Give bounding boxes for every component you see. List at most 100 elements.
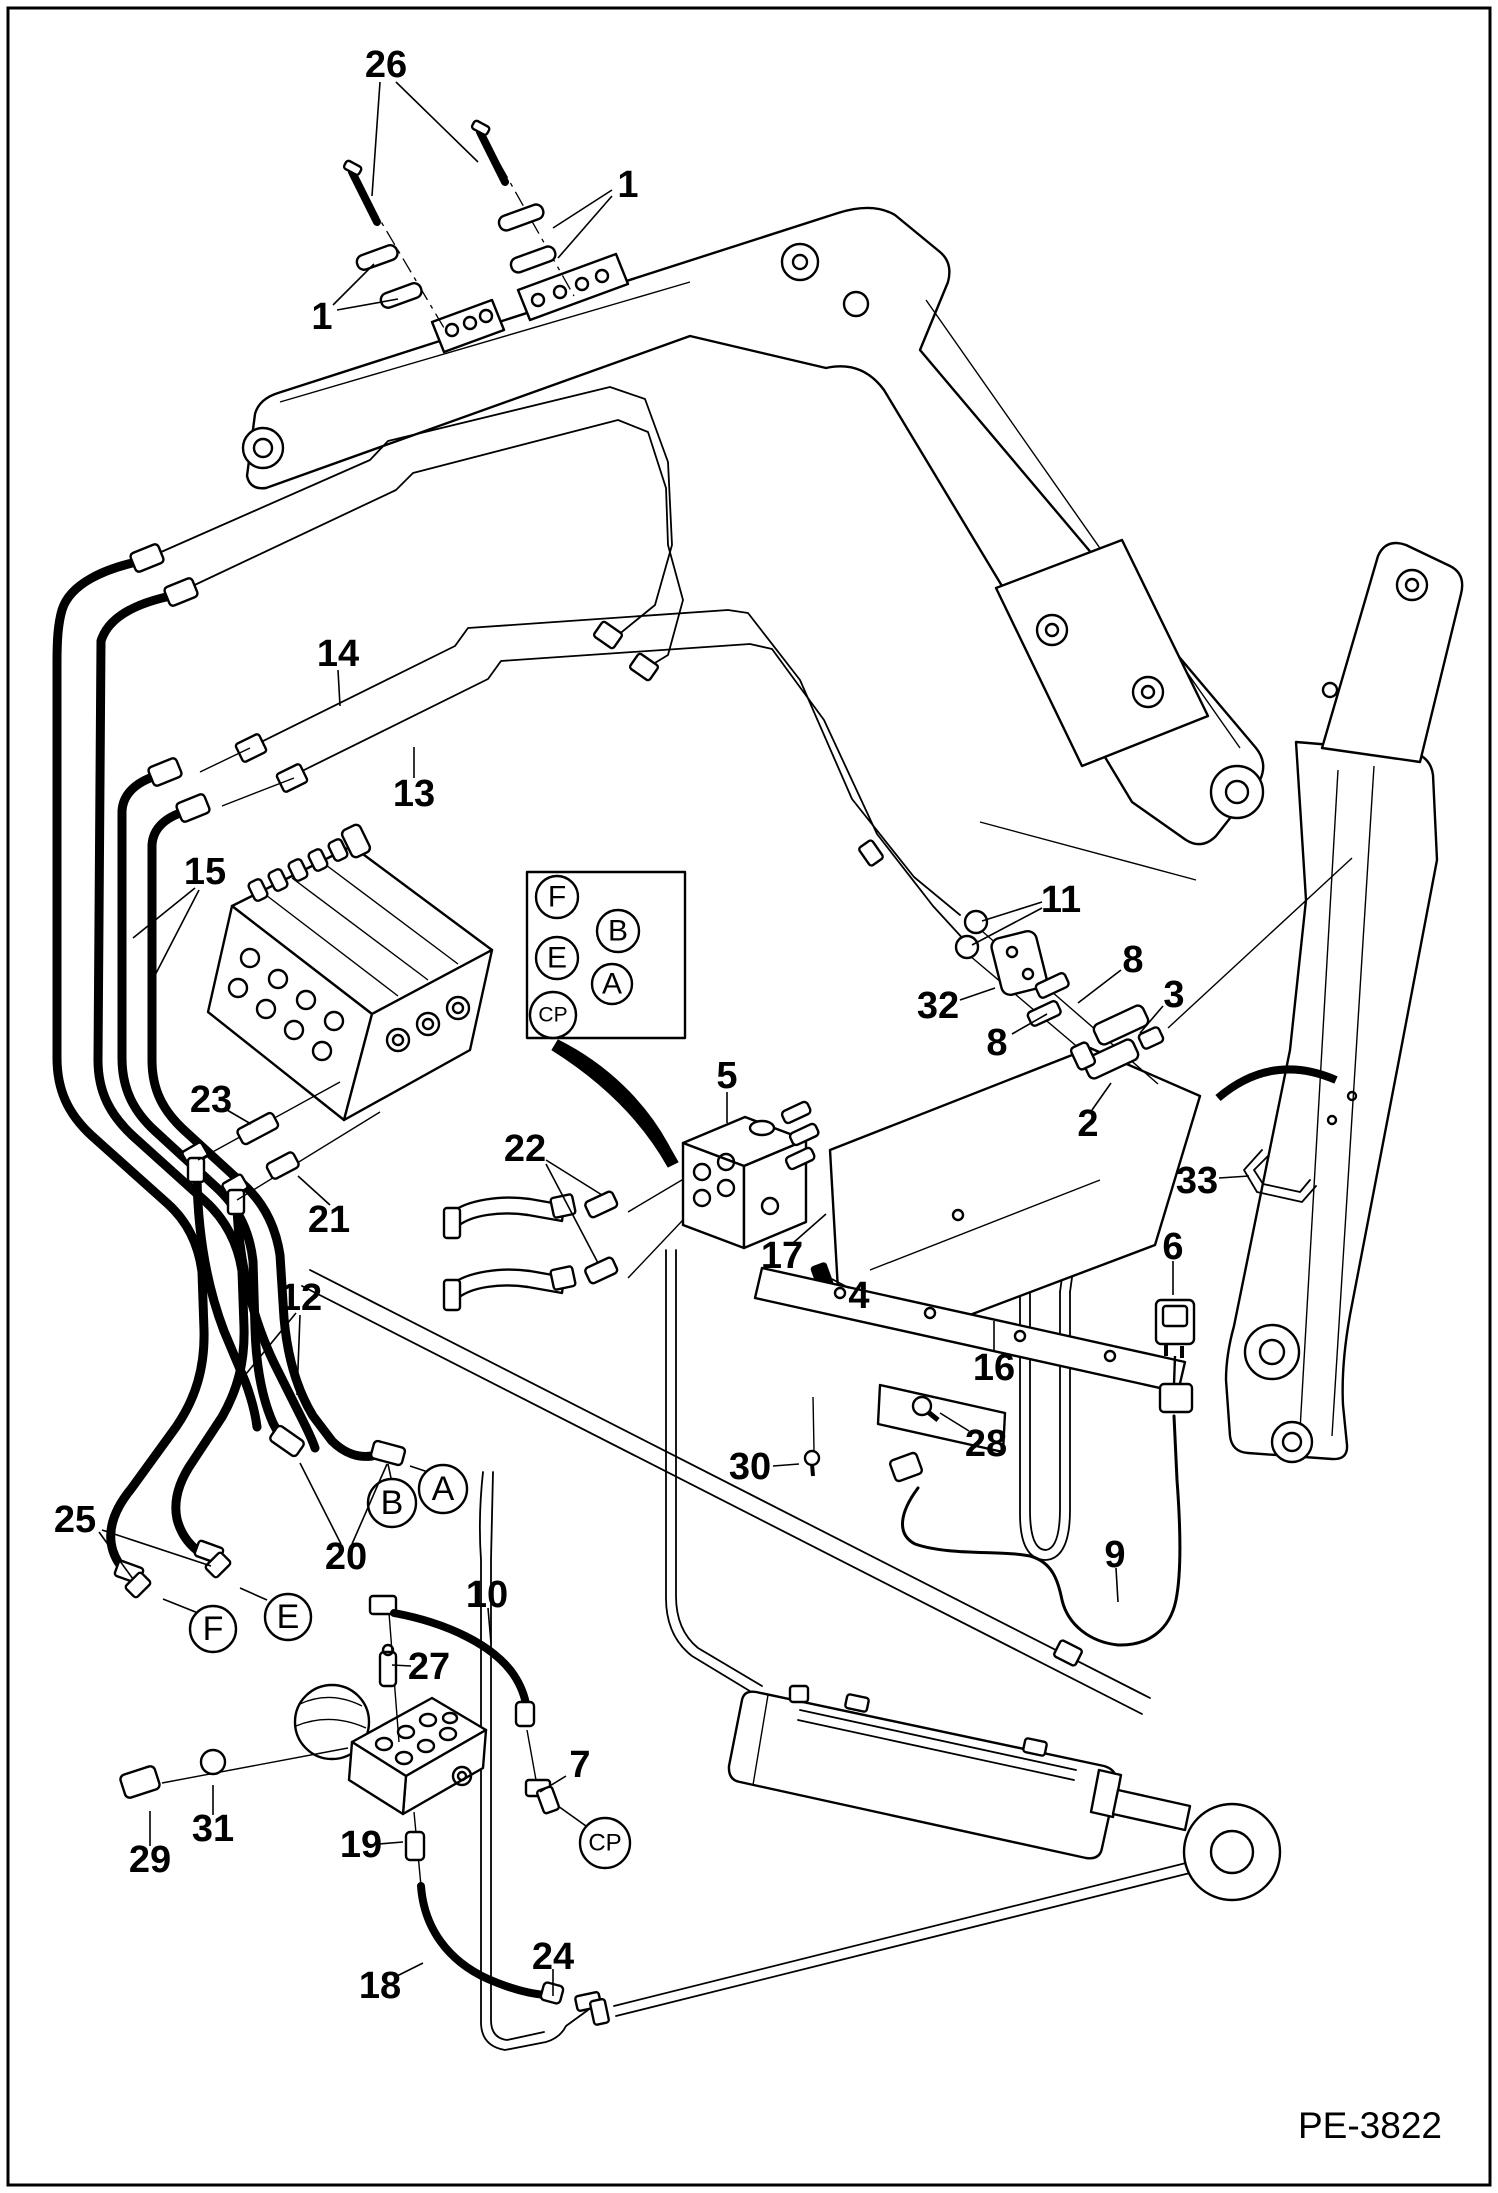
angle-bracket-edge — [877, 1384, 881, 1425]
boom-detail-line — [279, 281, 691, 403]
block-port — [716, 1178, 736, 1198]
assembly-line — [161, 1747, 349, 1784]
callout-11: 11 — [971, 879, 1081, 946]
legend-port-circle-F — [534, 874, 580, 920]
bolt-axis-line — [483, 135, 575, 297]
legend-port-label-F: F — [548, 881, 566, 914]
block-port — [716, 1152, 736, 1172]
arm-pin-hole — [1326, 1114, 1338, 1126]
center-tube — [665, 1249, 759, 1697]
elbow-25 — [204, 1551, 232, 1579]
switch-6-rocker — [1161, 1304, 1189, 1328]
clamp-bolt-head — [574, 276, 590, 292]
tube-upper — [151, 386, 673, 641]
tube-clamp-bar — [430, 298, 506, 354]
block-port — [760, 1196, 780, 1216]
barrel-port-elbow — [788, 1684, 810, 1704]
accumulator-band — [295, 1696, 367, 1729]
callout-number-14: 14 — [317, 633, 359, 675]
clamp-bolt-head — [530, 292, 546, 308]
valve-bank-right — [342, 948, 494, 1122]
callout-number-9: 9 — [1104, 1534, 1125, 1576]
callout-21: 21 — [297, 1175, 350, 1241]
bolt-26-head — [342, 159, 363, 176]
callout-1: 1 — [311, 263, 399, 338]
clamp-half-1 — [497, 203, 545, 232]
callout-number-17: 17 — [761, 1235, 803, 1277]
arm-plate-hole-inner — [1404, 577, 1420, 593]
switch-connector — [1158, 1382, 1194, 1414]
legend-port-circle-A — [590, 962, 634, 1006]
hose-15 — [147, 805, 377, 1461]
arm-detail-line — [1299, 769, 1339, 1431]
callout-16: 16 — [973, 1321, 1015, 1389]
callout-15: 15 — [132, 851, 226, 984]
callout-leader — [557, 195, 613, 259]
bracket-hole — [1131, 675, 1165, 709]
arm-boss-inner — [1281, 1431, 1303, 1453]
valve-top-caps — [247, 823, 372, 902]
callout-number-25: 25 — [54, 1499, 96, 1541]
callout-31: 31 — [192, 1785, 234, 1850]
tube-13 — [291, 643, 967, 943]
callout-leader — [231, 1312, 297, 1392]
valve-block-5-group — [442, 1100, 820, 1312]
accumulator — [293, 1683, 371, 1761]
nut-31 — [199, 1748, 227, 1776]
manifold-ports — [374, 1711, 473, 1787]
callout-leader — [226, 1109, 252, 1125]
elbow-10 — [368, 1594, 398, 1616]
arm-outline — [1224, 740, 1439, 1461]
jumper-nut — [549, 1265, 577, 1291]
callout-number-11: 11 — [1041, 879, 1081, 921]
callout-leader — [336, 298, 399, 311]
block-plug — [788, 1122, 820, 1147]
callout-13: 13 — [393, 747, 435, 815]
rod-eye-bore — [1209, 1829, 1255, 1875]
callout-number-1: 1 — [617, 164, 638, 206]
callout-number-29: 29 — [129, 1839, 171, 1881]
drawing-number: PE-3822 — [1298, 2105, 1442, 2146]
callout-27: 27 — [391, 1646, 450, 1688]
bolt-28-shaft — [926, 1410, 940, 1422]
boom-head-hole-inner — [791, 253, 809, 271]
jumper-nut — [549, 1193, 577, 1219]
port-marker-circle-E — [263, 1592, 313, 1642]
callout-leader — [829, 1277, 850, 1289]
hose-15 — [117, 769, 289, 1449]
jumper-elbow — [442, 1278, 462, 1312]
arm-drawing — [1215, 541, 1464, 1464]
boom-nose-bore — [1209, 764, 1265, 820]
callout-8: 8 — [1077, 939, 1144, 1004]
loop-tube — [1019, 1283, 1071, 1561]
assembly-line — [526, 1729, 537, 1781]
boom-foot-bore — [241, 426, 285, 470]
bolt-26 — [476, 128, 509, 186]
callout-leader — [1091, 1082, 1112, 1111]
callout-6: 6 — [1162, 1226, 1184, 1295]
callout-number-28: 28 — [965, 1423, 1007, 1465]
callout-leader — [1115, 1567, 1119, 1603]
block-plug — [780, 1100, 812, 1125]
bracket-17-fold — [869, 1179, 1101, 1271]
callout-leader — [792, 1213, 827, 1244]
clamp-half-1 — [355, 244, 399, 271]
hose-hex-fitting — [147, 757, 183, 787]
assembly-line — [812, 1396, 815, 1451]
elbow-fitting — [226, 1188, 246, 1216]
port-marker-leader — [409, 1465, 429, 1473]
callout-number-8: 8 — [1122, 939, 1143, 981]
fitting-27 — [378, 1650, 398, 1688]
callout-leader — [1218, 1175, 1250, 1179]
boom-drawing — [241, 206, 1265, 846]
callout-20: 20 — [299, 1462, 388, 1578]
callout-14: 14 — [317, 633, 359, 707]
callout-leader — [939, 1412, 970, 1432]
callout-leader — [396, 1962, 424, 1977]
plate-32-hole — [1005, 945, 1019, 959]
bar-hole — [1103, 1349, 1117, 1363]
screw-30-head — [803, 1449, 821, 1467]
port-marker-label-F: F — [203, 1610, 224, 1648]
block-top-plug — [748, 1119, 776, 1137]
assembly-line — [627, 1173, 693, 1213]
